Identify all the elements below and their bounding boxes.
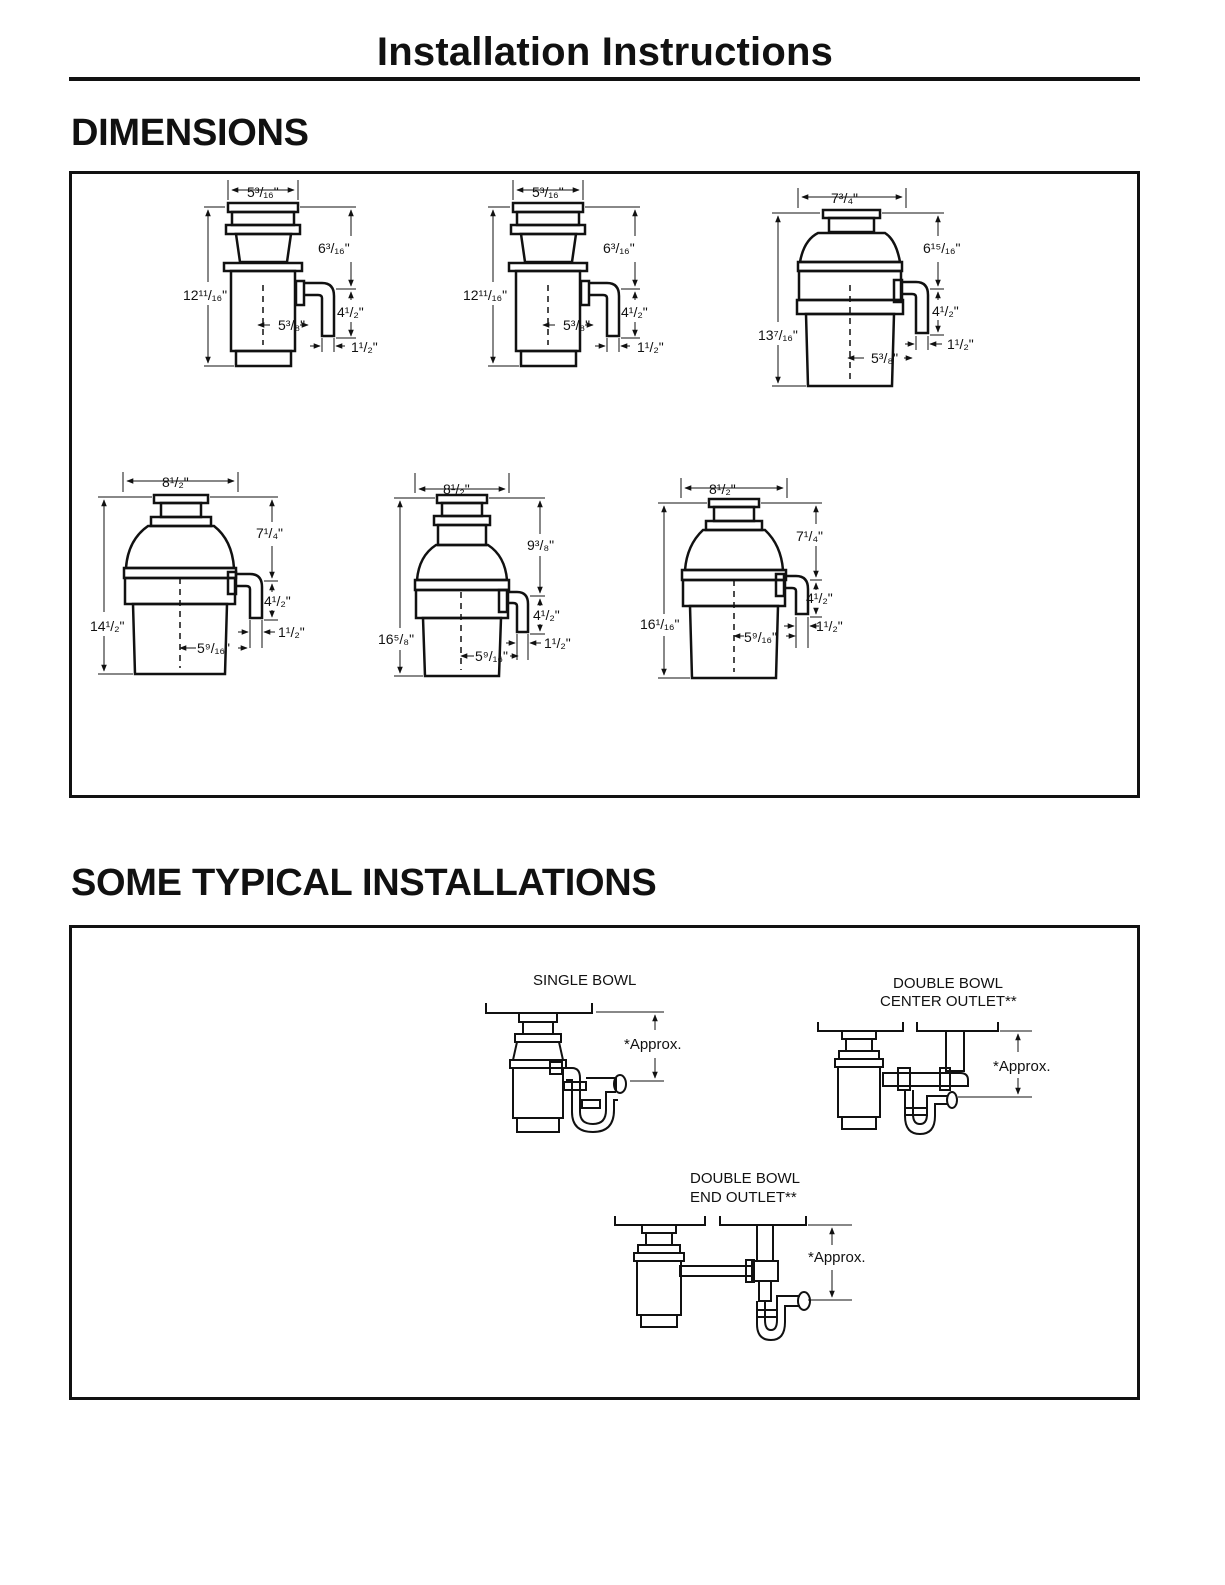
width-label-3: 7³/₄" [831,190,858,206]
upper-height-label-6: 7¹/₄" [796,528,823,544]
dimension-lines-3 [772,188,944,387]
outlet-diameter-label-4: 1¹/₂" [278,624,305,640]
total-height-label-5: 16⁵/₈" [378,631,414,647]
outlet-drop-label-3: 4¹/₂" [932,303,959,319]
width-label-1: 5³/₁₆" [247,184,279,200]
double-center-approx: *Approx. [993,1058,1051,1075]
outlet-drop-label-2: 4¹/₂" [621,304,648,320]
total-height-label-6: 16¹/₁₆" [640,616,679,632]
outlet-drop-label-4: 4¹/₂" [264,593,291,609]
double-end-measure [808,1224,852,1301]
upper-height-label-3: 6¹⁵/₁₆" [923,240,961,256]
dimensions-frame [69,171,1140,798]
upper-height-label-1: 6³/₁₆" [318,240,350,256]
outlet-offset-label-3: 5³/₈" [871,350,898,366]
dimension-lines-5 [394,473,545,677]
double-end-label-line1: DOUBLE BOWL [690,1170,800,1187]
width-label-4: 8¹/₂" [162,474,189,490]
disposer-model-1 [222,201,336,368]
single-bowl-label: SINGLE BOWL [533,972,636,989]
installations-heading: SOME TYPICAL INSTALLATIONS [71,862,657,904]
outlet-diameter-label-3: 1¹/₂" [947,336,974,352]
total-height-label-3: 13⁷/₁₆" [758,327,798,343]
outlet-offset-label-5: 5⁹/₁₆" [475,648,508,664]
width-label-2: 5³/₁₆" [532,184,564,200]
total-height-label-1: 12¹¹/₁₆" [183,287,227,303]
dimension-lines-2 [488,180,640,367]
outlet-diameter-label-1: 1¹/₂" [351,339,378,355]
outlet-offset-label-2: 5³/₈" [563,317,590,333]
single-bowl-measure [596,1011,664,1082]
outlet-offset-label-6: 5⁹/₁₆" [744,629,777,645]
dimension-lines-1 [204,180,356,367]
double-end-approx: *Approx. [808,1249,866,1266]
outlet-offset-label-4: 5⁹/₁₆" [197,640,230,656]
width-label-5: 8¹/₂" [443,481,470,497]
outlet-drop-label-6: 4¹/₂" [806,590,833,606]
dimensions-heading: DIMENSIONS [71,112,309,154]
outlet-drop-label-1: 4¹/₂" [337,304,364,320]
disposer-model-3 [795,208,930,388]
single-bowl-diagram [485,1003,627,1134]
double-center-diagram [817,1022,999,1136]
double-center-measure [958,1030,1032,1098]
outlet-diameter-label-5: 1¹/₂" [544,635,571,651]
disposer-model-6 [680,497,810,680]
dimension-lines-6 [658,478,822,679]
page-title: Installation Instructions [376,30,834,74]
disposer-model-5 [413,493,530,678]
outlet-diameter-label-6: 1¹/₂" [816,618,843,634]
total-height-label-4: 14¹/₂" [90,618,125,634]
double-center-label-line2: CENTER OUTLET** [880,993,1017,1010]
single-bowl-approx: *Approx. [624,1036,682,1053]
double-end-diagram [614,1216,811,1342]
width-label-6: 8¹/₂" [709,481,736,497]
outlet-offset-label-1: 5³/₈" [278,317,305,333]
total-height-label-2: 12¹¹/₁₆" [463,287,507,303]
double-center-label-line1: DOUBLE BOWL [893,975,1003,992]
double-end-label-line2: END OUTLET** [690,1189,797,1206]
upper-height-label-4: 7¹/₄" [256,525,283,541]
upper-height-label-5: 9³/₈" [527,537,554,553]
title-rule [69,77,1140,81]
disposer-model-2 [507,201,621,368]
outlet-diameter-label-2: 1¹/₂" [637,339,664,355]
dimension-lines-4 [98,472,278,675]
upper-height-label-2: 6³/₁₆" [603,240,635,256]
installations-frame [69,925,1140,1400]
disposer-model-4 [122,493,264,676]
outlet-drop-label-5: 4¹/₂" [533,607,560,623]
